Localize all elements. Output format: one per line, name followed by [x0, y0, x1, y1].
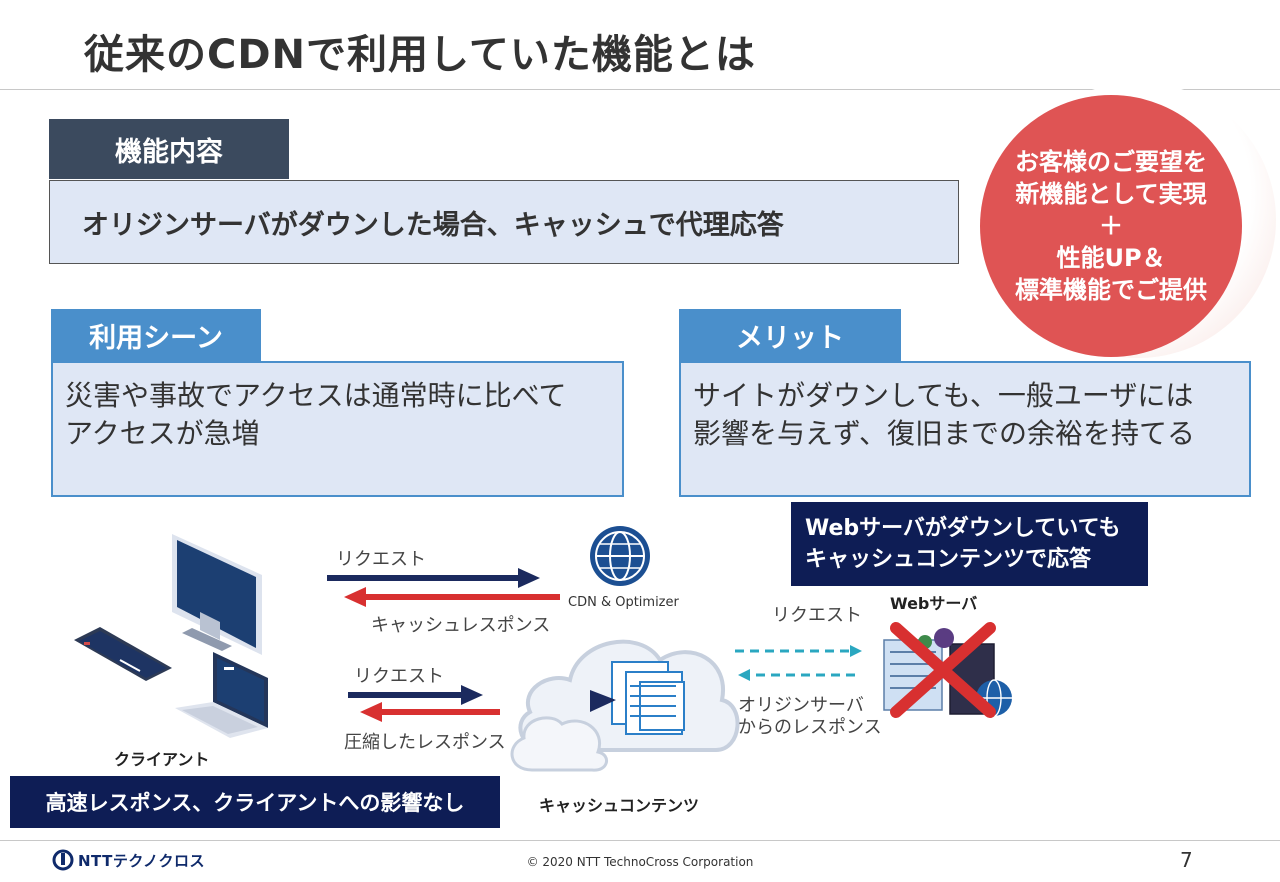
- copyright: © 2020 NTT TechnoCross Corporation: [526, 855, 754, 869]
- response-arrow-right: [738, 669, 855, 681]
- monitor-icon: [172, 534, 262, 655]
- title-divider: [0, 89, 1280, 90]
- cdn-label: CDN & Optimizer: [568, 595, 679, 610]
- server-stack-icon: [590, 661, 685, 735]
- scene-line-1: 災害や事故でアクセスは通常時に比べて: [65, 379, 567, 412]
- phone-icon: [74, 627, 172, 681]
- circle-line-1: お客様のご要望を: [1015, 148, 1207, 176]
- page-number: 7: [1180, 848, 1193, 872]
- function-tab: 機能内容: [49, 119, 289, 179]
- cross-mark-icon: [890, 622, 996, 718]
- ntt-logo-icon: [52, 849, 74, 871]
- compressed-response-label: 圧縮したレスポンス: [344, 732, 506, 753]
- origin-response-line-1: オリジンサーバ: [738, 695, 864, 716]
- scene-tab: 利用シーン: [51, 309, 261, 361]
- logo-text: NTTテクノクロス: [78, 851, 205, 870]
- response-arrow-top: [344, 587, 560, 607]
- highlight-circle: お客様のご要望を 新機能として実現 ＋ 性能UP＆ 標準機能でご提供: [980, 95, 1242, 357]
- cache-content-label: キャッシュコンテンツ: [539, 796, 700, 815]
- merit-line-1: サイトがダウンしても、一般ユーザには: [693, 379, 1194, 412]
- laptop-icon: [175, 652, 268, 738]
- function-box: オリジンサーバがダウンした場合、キャッシュで代理応答: [49, 180, 959, 264]
- globe-icon: [590, 526, 650, 586]
- scene-line-2: アクセスが急増: [65, 417, 260, 450]
- merit-tab: メリット: [679, 309, 901, 361]
- circle-line-4: 性能UP＆: [1056, 244, 1166, 272]
- request-arrow-top: [327, 568, 540, 588]
- origin-response-label: オリジンサーバ からのレスポンス: [738, 695, 882, 739]
- merit-box: サイトがダウンしても、一般ユーザには 影響を与えず、復旧までの余裕を持てる: [679, 361, 1251, 497]
- merit-line-2: 影響を与えず、復旧までの余裕を持てる: [693, 417, 1196, 450]
- fast-response-note: 高速レスポンス、クライアントへの影響なし: [10, 776, 500, 828]
- function-text: オリジンサーバがダウンした場合、キャッシュで代理応答: [82, 209, 784, 241]
- webserver-note: Webサーバがダウンしていても キャッシュコンテンツで応答: [791, 502, 1148, 586]
- request-label-right: リクエスト: [772, 605, 862, 626]
- request-label-top: リクエスト: [336, 549, 426, 570]
- circle-line-3: ＋: [1099, 212, 1123, 240]
- slide-title: 従来のCDNで利用していた機能とは: [84, 32, 756, 78]
- company-logo: NTTテクノクロス: [52, 849, 205, 871]
- cache-response-label: キャッシュレスポンス: [371, 615, 551, 636]
- webserver-note-line-2: キャッシュコンテンツで応答: [805, 547, 1092, 572]
- request-arrow-right: [735, 645, 862, 657]
- webserver-note-line-1: Webサーバがダウンしていても: [805, 516, 1121, 541]
- origin-response-line-2: からのレスポンス: [738, 717, 882, 738]
- request-label-bottom: リクエスト: [354, 666, 444, 687]
- webserver-label: Webサーバ: [890, 594, 978, 613]
- scene-box: 災害や事故でアクセスは通常時に比べて アクセスが急増: [51, 361, 624, 497]
- request-arrow-bottom: [348, 685, 483, 705]
- circle-line-2: 新機能として実現: [1015, 180, 1207, 208]
- circle-line-5: 標準機能でご提供: [1015, 276, 1207, 304]
- footer-divider: [0, 840, 1280, 841]
- client-label: クライアント: [114, 750, 210, 769]
- response-arrow-bottom: [360, 702, 500, 722]
